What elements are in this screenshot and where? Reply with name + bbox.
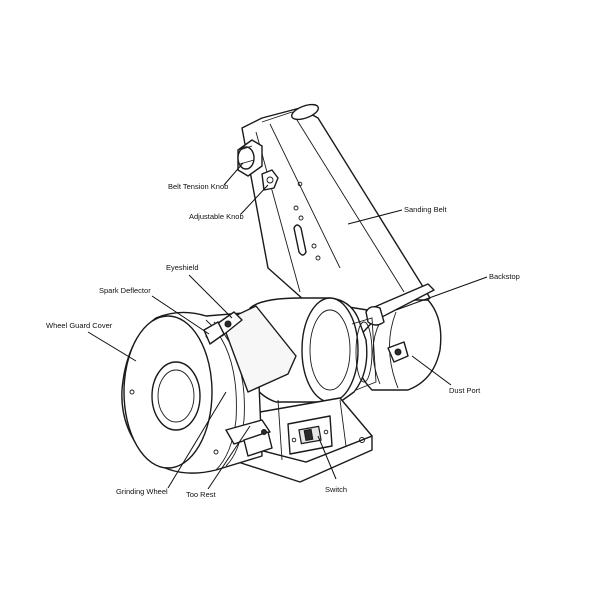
label-switch: Switch <box>325 485 347 494</box>
callout-labels: Belt Tension Knob Adjustable Knob Sandin… <box>46 182 520 499</box>
switch-panel <box>287 415 333 455</box>
leader-lines <box>87 162 488 490</box>
leader-eyeshield <box>188 274 233 319</box>
label-adjustable-knob: Adjustable Knob <box>189 212 244 221</box>
label-grinding-wheel: Grinding Wheel <box>116 487 168 496</box>
tool-rest-shape <box>225 419 273 457</box>
leader-dust-port <box>411 355 452 386</box>
backstop-shape <box>365 283 435 326</box>
spark-deflector-shape <box>203 321 225 345</box>
adjustable-knob-shape <box>261 169 279 191</box>
leader-backstop <box>395 276 488 311</box>
label-belt-tension-knob: Belt Tension Knob <box>168 182 228 191</box>
motor-body <box>249 297 377 403</box>
leader-belt-tension-knob <box>223 162 244 186</box>
sanding-belt-arm <box>241 103 431 319</box>
leader-spark-deflector <box>151 295 210 335</box>
leader-adjustable-knob <box>240 184 269 215</box>
label-backstop: Backstop <box>489 272 520 281</box>
leader-wheel-guard-cover <box>87 331 137 362</box>
leader-grinding-wheel <box>167 391 227 489</box>
leader-sanding-belt <box>347 209 403 225</box>
label-wheel-guard-cover: Wheel Guard Cover <box>46 321 113 330</box>
label-spark-deflector: Spark Deflector <box>99 286 151 295</box>
eyeshield-shape <box>213 305 297 393</box>
label-dust-port: Dust Port <box>449 386 481 395</box>
leader-switch <box>317 435 337 480</box>
label-too-rest: Too Rest <box>186 490 217 499</box>
leader-too-rest <box>207 425 251 490</box>
label-sanding-belt: Sanding Belt <box>404 205 447 214</box>
label-eyeshield: Eyeshield <box>166 263 199 272</box>
